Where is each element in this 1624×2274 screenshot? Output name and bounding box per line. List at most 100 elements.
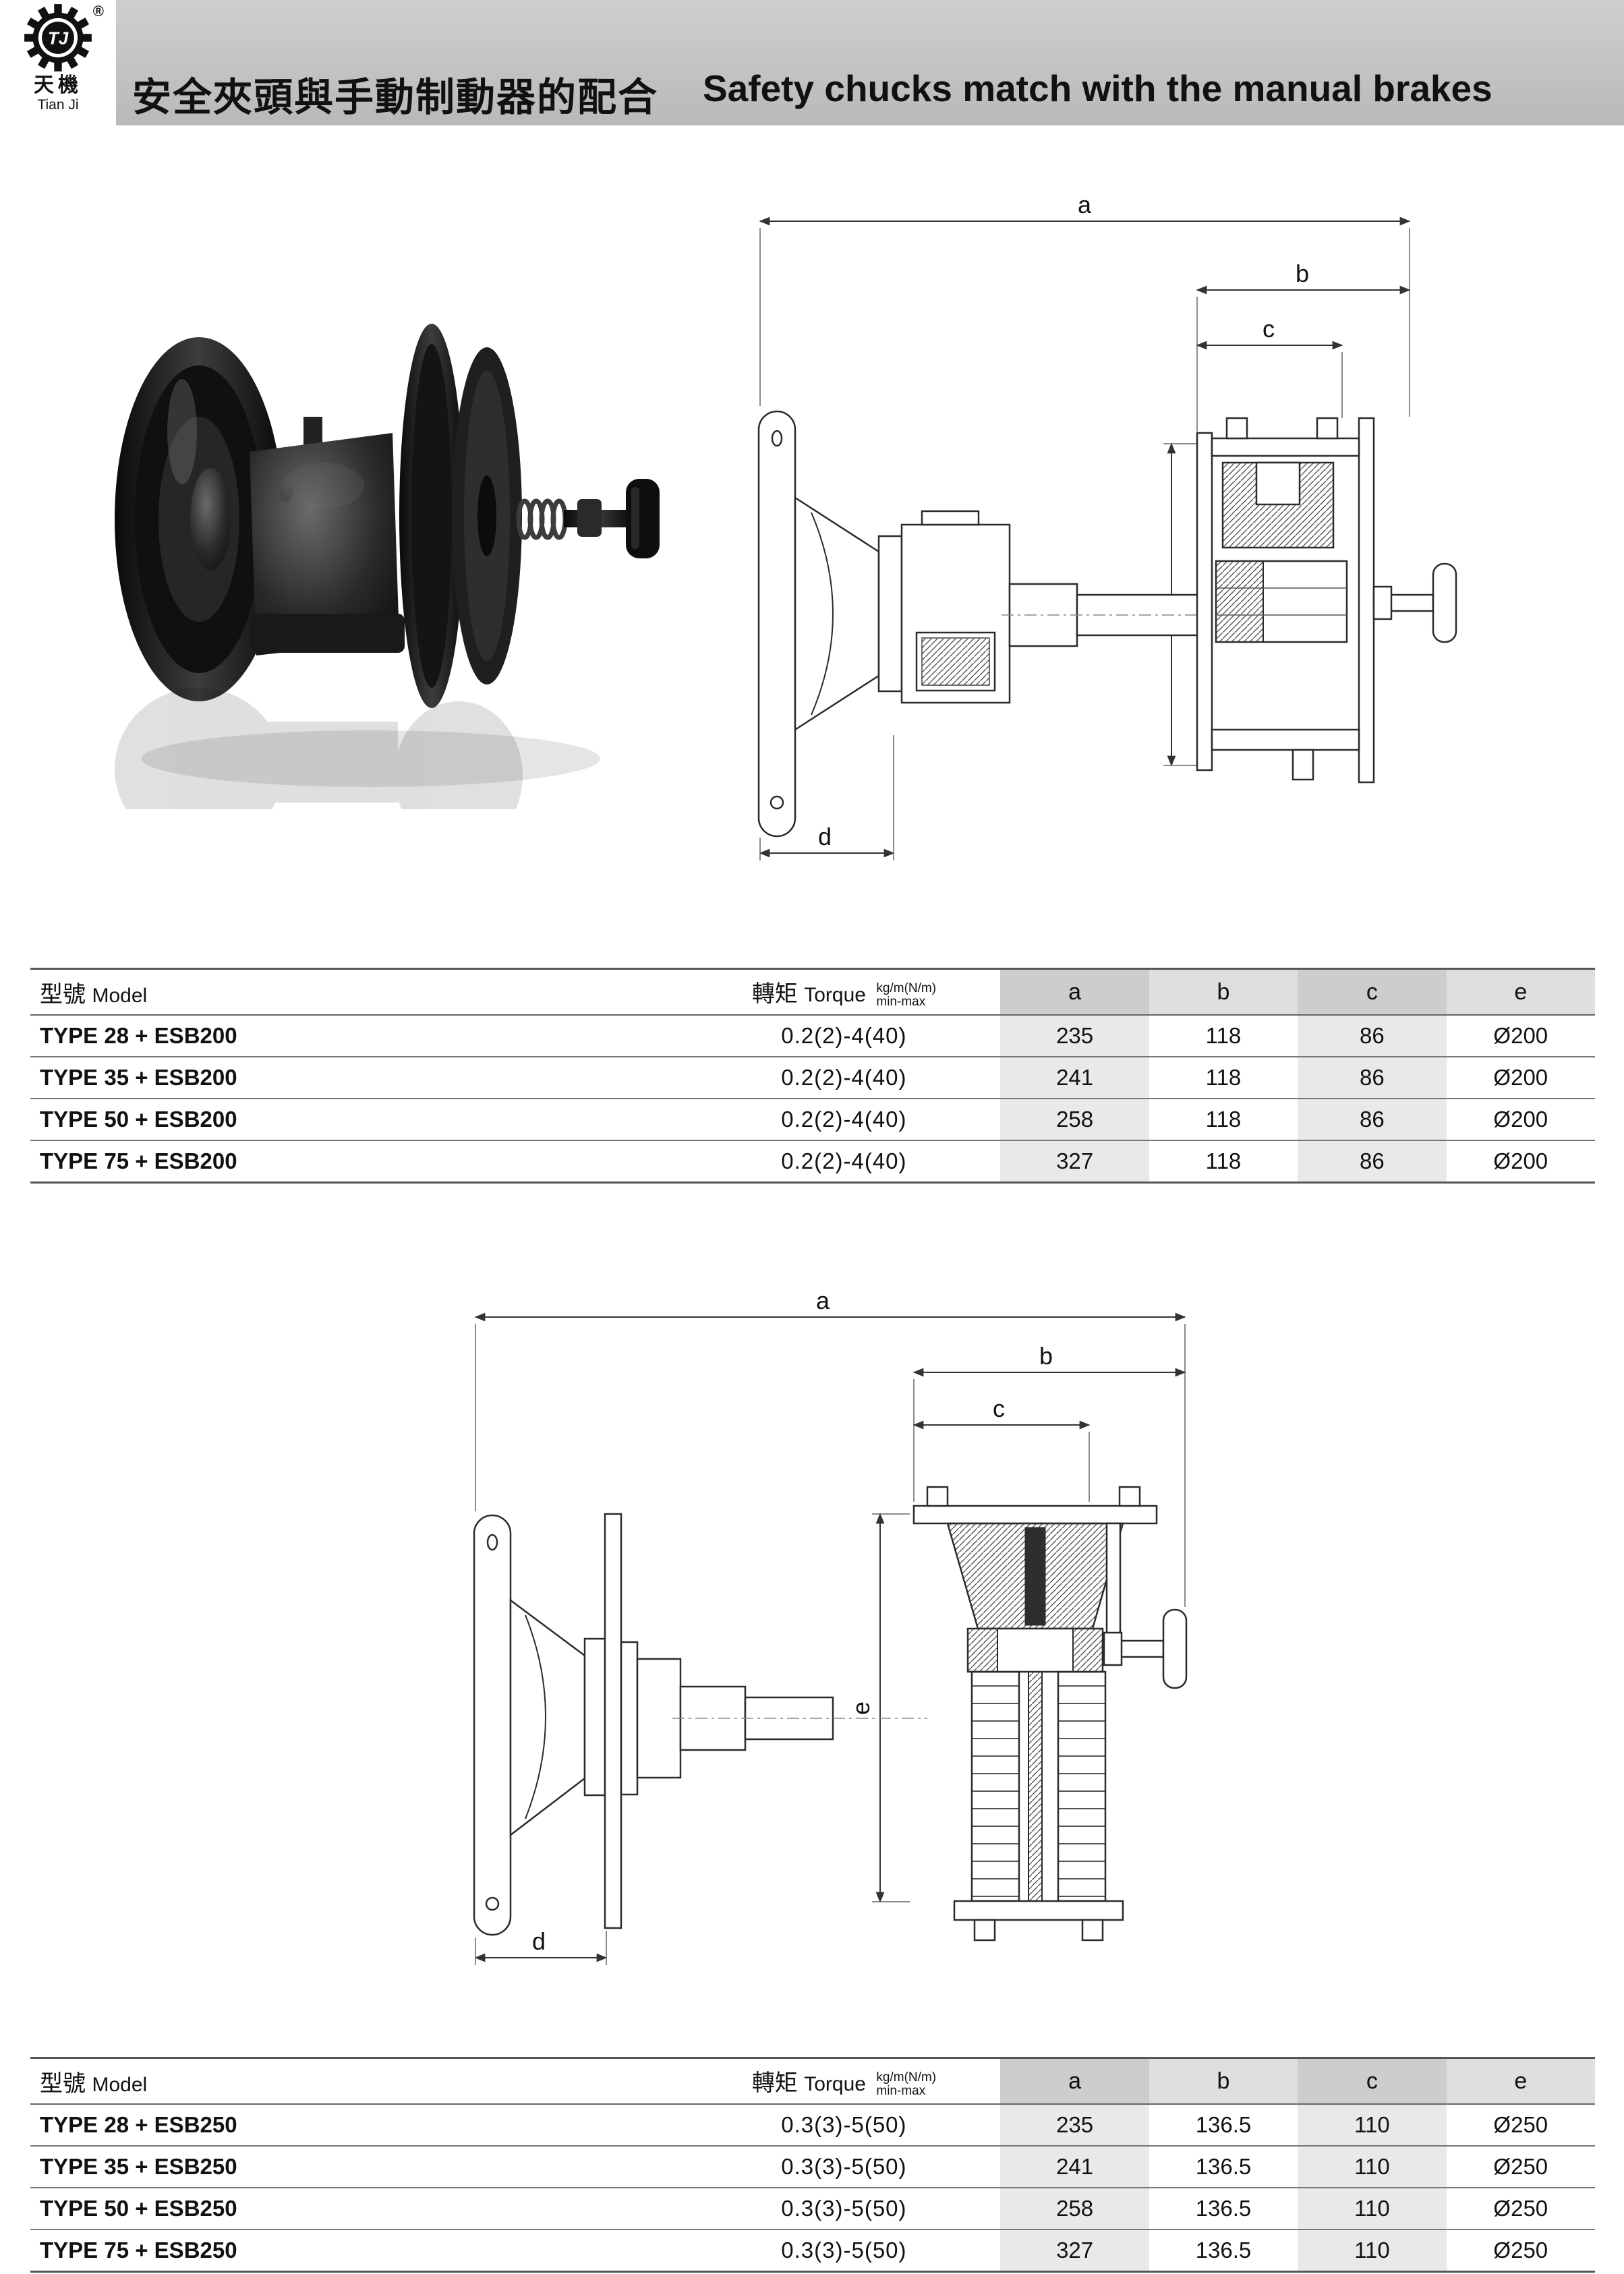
dim-a-cell: 258 [1000, 1098, 1149, 1140]
dimension-label-b: b [1039, 1342, 1053, 1370]
dim-b-cell: 118 [1149, 1098, 1298, 1140]
col-header-c: c [1298, 2057, 1447, 2105]
gear-logo-icon: TJ ® [23, 3, 104, 73]
col-header-b: b [1149, 968, 1298, 1016]
logo-name-zh: 天機 [34, 74, 82, 96]
torque-cell: 0.3(3)-5(50) [687, 2145, 1001, 2188]
table-header-row: 型號 Model 轉矩 Torque kg/m(N/m) min-max a b… [30, 968, 1595, 1016]
torque-cell: 0.2(2)-4(40) [687, 1098, 1001, 1140]
dim-b-cell: 136.5 [1149, 2187, 1298, 2229]
header-torque-zh: 轉矩 [751, 2070, 798, 2097]
col-header-b: b [1149, 2057, 1298, 2105]
dim-e-cell: Ø250 [1446, 2145, 1595, 2188]
dimension-a: a [759, 191, 1411, 417]
dim-a-cell: 241 [1000, 2145, 1149, 2188]
dimension-label-d: d [818, 823, 832, 850]
model-cell: TYPE 75 + ESB250 [30, 2229, 688, 2273]
table-row: TYPE 75 + ESB200 0.2(2)-4(40) 327 118 86… [30, 1140, 1595, 1184]
dim-a-cell: 235 [1000, 2103, 1149, 2146]
dimension-e: e [847, 1513, 910, 1903]
dimension-label-a: a [1078, 196, 1092, 218]
dim-e-cell: Ø200 [1446, 1014, 1595, 1057]
dim-c-cell: 86 [1298, 1056, 1447, 1099]
torque-cell: 0.3(3)-5(50) [687, 2103, 1001, 2146]
dim-c-cell: 110 [1298, 2187, 1447, 2229]
dimension-label-b: b [1296, 260, 1309, 287]
dimension-d: d [759, 735, 895, 861]
col-header-model: 型號 Model [30, 968, 688, 1016]
dimension-label-c: c [1263, 315, 1275, 343]
safety-chuck-photo-illustration [115, 324, 660, 850]
dim-b-cell: 118 [1149, 1140, 1298, 1184]
col-header-c: c [1298, 968, 1447, 1016]
header-model-en: Model [92, 2073, 148, 2096]
dim-c-cell: 86 [1298, 1098, 1447, 1140]
dim-e-cell: Ø200 [1446, 1056, 1595, 1099]
dimension-c: c [912, 1395, 1091, 1502]
dimension-label-e: e [847, 1701, 875, 1715]
technical-drawing-esb200: a b c e [725, 191, 1490, 873]
dim-b-cell: 136.5 [1149, 2145, 1298, 2188]
dim-c-cell: 86 [1298, 1140, 1447, 1184]
logo-tj-text: TJ [48, 28, 69, 48]
dim-e-cell: Ø250 [1446, 2187, 1595, 2229]
header-model-zh: 型號 [40, 2070, 86, 2097]
model-cell: TYPE 35 + ESB200 [30, 1056, 688, 1099]
dim-e-cell: Ø250 [1446, 2229, 1595, 2273]
torque-cell: 0.2(2)-4(40) [687, 1014, 1001, 1057]
photo-handwheel [115, 337, 283, 701]
col-header-model: 型號 Model [30, 2057, 688, 2105]
dimension-b: b [912, 1342, 1186, 1502]
torque-cell: 0.3(3)-5(50) [687, 2229, 1001, 2273]
dim-a-cell: 258 [1000, 2187, 1149, 2229]
table-row: TYPE 50 + ESB250 0.3(3)-5(50) 258 136.5 … [30, 2187, 1595, 2229]
table-header-row: 型號 Model 轉矩 Torque kg/m(N/m) min-max a b… [30, 2057, 1595, 2105]
model-cell: TYPE 50 + ESB200 [30, 1098, 688, 1140]
page-title-en: Safety chucks match with the manual brak… [703, 67, 1492, 109]
header-torque-en: Torque [804, 2073, 866, 2096]
dim-c-cell: 110 [1298, 2103, 1447, 2146]
header-model-zh: 型號 [40, 981, 86, 1008]
col-header-e: e [1446, 2057, 1595, 2105]
dimension-a: a [474, 1287, 1186, 1607]
brand-logo: TJ ® 天機 Tian Ji [0, 0, 116, 125]
page-header: TJ ® 天機 Tian Ji 安全夾頭與手動制動器的配合 Safety chu… [0, 0, 1624, 125]
col-header-torque: 轉矩 Torque kg/m(N/m) min-max [687, 2057, 1001, 2105]
dimension-label-c: c [993, 1395, 1005, 1422]
registered-mark: ® [92, 3, 104, 20]
drawing-brake-esb250 [912, 1486, 1188, 1942]
dim-a-cell: 327 [1000, 1140, 1149, 1184]
dim-b-cell: 136.5 [1149, 2229, 1298, 2273]
drawing-chuck [757, 410, 1207, 838]
dimension-b: b [1196, 260, 1411, 432]
dimension-label-a: a [816, 1291, 830, 1314]
col-header-torque: 轉矩 Torque kg/m(N/m) min-max [687, 968, 1001, 1016]
dimension-c: c [1196, 315, 1343, 418]
torque-cell: 0.2(2)-4(40) [687, 1140, 1001, 1184]
product-photo [81, 317, 661, 850]
table-row: TYPE 28 + ESB200 0.2(2)-4(40) 235 118 86… [30, 1014, 1595, 1057]
dim-b-cell: 118 [1149, 1056, 1298, 1099]
dim-c-cell: 86 [1298, 1014, 1447, 1057]
dim-a-cell: 241 [1000, 1056, 1149, 1099]
page-title-zh: 安全夾頭與手動制動器的配合 [132, 75, 659, 119]
col-header-a: a [1000, 968, 1149, 1016]
logo-name-en: Tian Ji [37, 97, 79, 113]
spec-table-esb250: 型號 Model 轉矩 Torque kg/m(N/m) min-max a b… [30, 2057, 1595, 2273]
photo-rod-knob [516, 479, 660, 558]
drawing-brake-esb200 [1196, 417, 1457, 784]
dim-e-cell: Ø250 [1446, 2103, 1595, 2146]
table-row: TYPE 28 + ESB250 0.3(3)-5(50) 235 136.5 … [30, 2103, 1595, 2146]
col-header-e: e [1446, 968, 1595, 1016]
table-row: TYPE 35 + ESB200 0.2(2)-4(40) 241 118 86… [30, 1056, 1595, 1099]
photo-body [250, 417, 405, 655]
torque-cell: 0.2(2)-4(40) [687, 1056, 1001, 1099]
torque-cell: 0.3(3)-5(50) [687, 2187, 1001, 2229]
dimension-label-d: d [532, 1927, 546, 1955]
technical-drawing-esb250: a b c e [455, 1287, 1221, 1976]
drawing-chuck [473, 1513, 927, 1936]
table-row: TYPE 75 + ESB250 0.3(3)-5(50) 327 136.5 … [30, 2229, 1595, 2273]
model-cell: TYPE 28 + ESB250 [30, 2103, 688, 2146]
col-header-a: a [1000, 2057, 1149, 2105]
